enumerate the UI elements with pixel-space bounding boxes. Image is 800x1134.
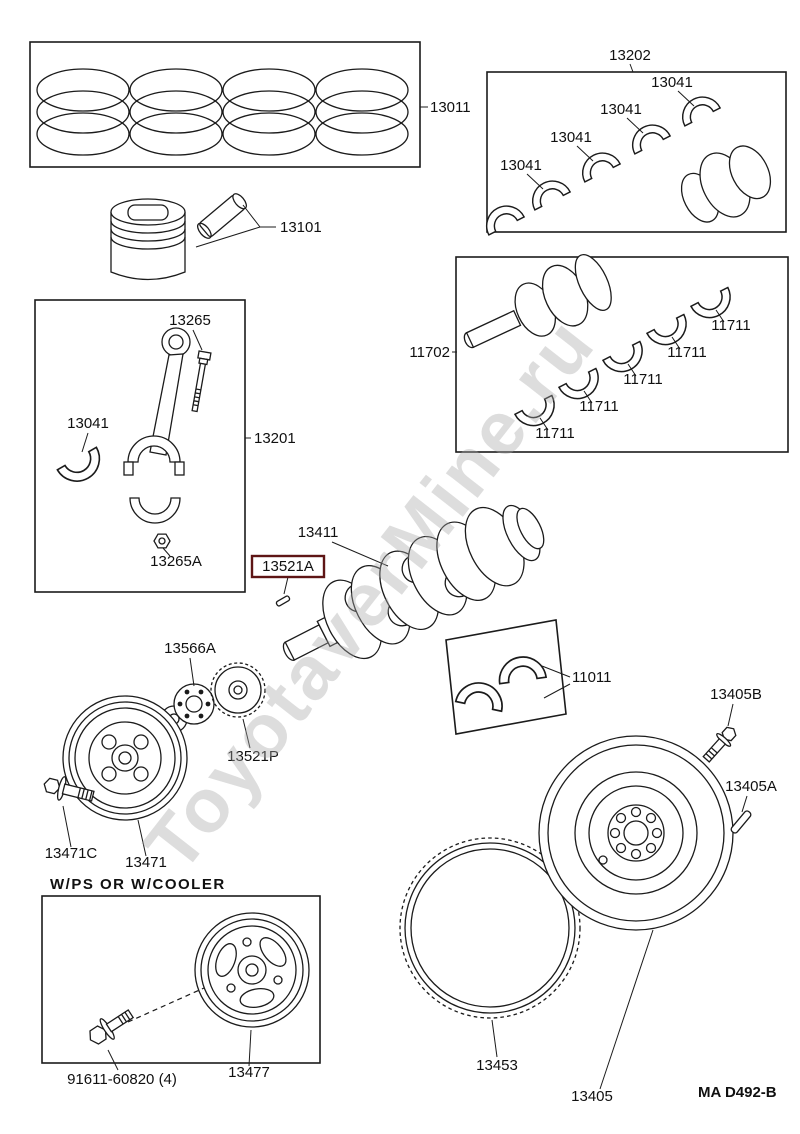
label-crank-assy[interactable]: 11702: [409, 344, 450, 361]
crankshaft-assy-box: [455, 256, 789, 453]
label-bearing-set[interactable]: 13202: [609, 47, 651, 64]
option-bolt-drawing: [89, 1009, 135, 1045]
crankshaft-key-drawing: [275, 595, 291, 607]
rod-nut-drawing: [153, 533, 171, 549]
label-main-bearing-5[interactable]: 11711: [535, 425, 575, 442]
label-crank-pulley[interactable]: 13471: [125, 854, 167, 871]
label-option-pulley[interactable]: 13477: [228, 1064, 270, 1081]
crank-pulley-drawing: [62, 695, 188, 821]
highlighted-part-box: [250, 554, 326, 579]
thrust-washer-box: [445, 619, 567, 735]
label-crankshaft[interactable]: 13411: [298, 524, 339, 541]
flywheel-drawing: [538, 735, 734, 931]
label-option-bolt[interactable]: 91611-60820 (4): [67, 1071, 177, 1088]
label-main-bearing-3[interactable]: 11711: [623, 371, 663, 388]
connecting-rod-box: [34, 299, 246, 593]
label-main-bearing-2[interactable]: 11711: [667, 344, 707, 361]
upper-bearings-box: [486, 71, 787, 233]
label-crank-key-highlighted[interactable]: 13521A: [262, 558, 314, 575]
thrust-washer-drawing: [454, 653, 547, 713]
label-pulley-bolt[interactable]: 13471C: [45, 845, 98, 862]
option-box: [41, 895, 321, 1064]
label-rod-bolt[interactable]: 13265: [169, 312, 211, 329]
label-ring-gear[interactable]: 13453: [476, 1057, 518, 1074]
option-box-title: W/PS OR W/COOLER: [50, 876, 226, 893]
crank-front-drawing: [463, 254, 612, 349]
label-piston-rings[interactable]: 13011: [430, 99, 471, 116]
label-upper-bearing-3[interactable]: 13041: [550, 129, 592, 146]
flywheel-pin-drawing: [730, 810, 752, 834]
diagram-code: MA D492-B: [698, 1084, 777, 1101]
piston-pin-drawing: [196, 193, 248, 239]
rod-bolt-drawing: [191, 350, 212, 413]
option-bolt-dashed-leader: [127, 987, 205, 1023]
label-main-bearing-4[interactable]: 11711: [579, 398, 619, 415]
pulley-bolt-drawing: [43, 776, 95, 802]
piston-rings-drawing: [36, 68, 409, 156]
ring-gear-drawing: [399, 837, 581, 1019]
flywheel-bolt-drawing: [702, 726, 737, 763]
label-connecting-rod[interactable]: 13201: [254, 430, 296, 447]
label-flywheel-bolt[interactable]: 13405B: [710, 686, 762, 703]
label-flywheel-pin[interactable]: 13405A: [725, 778, 777, 795]
label-thrust-washer[interactable]: 11011: [572, 669, 612, 686]
label-upper-bearing-4[interactable]: 13041: [500, 157, 542, 174]
label-flywheel[interactable]: 13405: [571, 1088, 613, 1105]
label-piston[interactable]: 13101: [280, 219, 322, 236]
label-upper-bearing-2[interactable]: 13041: [600, 101, 642, 118]
label-rod-nut[interactable]: 13265A: [150, 553, 202, 570]
crankshaft-drawing: [282, 504, 545, 661]
label-upper-bearing-1[interactable]: 13041: [651, 74, 693, 91]
label-main-bearing-1[interactable]: 11711: [711, 317, 751, 334]
label-timing-gear[interactable]: 13521P: [227, 748, 279, 765]
crank-timing-gear-drawing: [210, 662, 266, 718]
leader-lines: [62, 63, 748, 1090]
piston-rings-box: [29, 41, 421, 168]
rod-bearing-shell: [56, 446, 109, 491]
label-gear-washer[interactable]: 13566A: [164, 640, 216, 657]
crank-rear-drawing: [680, 145, 772, 223]
label-rod-bearing[interactable]: 13041: [67, 415, 109, 432]
option-pulley-drawing: [194, 912, 310, 1028]
connecting-rod-drawing: [56, 327, 212, 549]
piston-drawing: [110, 198, 186, 281]
